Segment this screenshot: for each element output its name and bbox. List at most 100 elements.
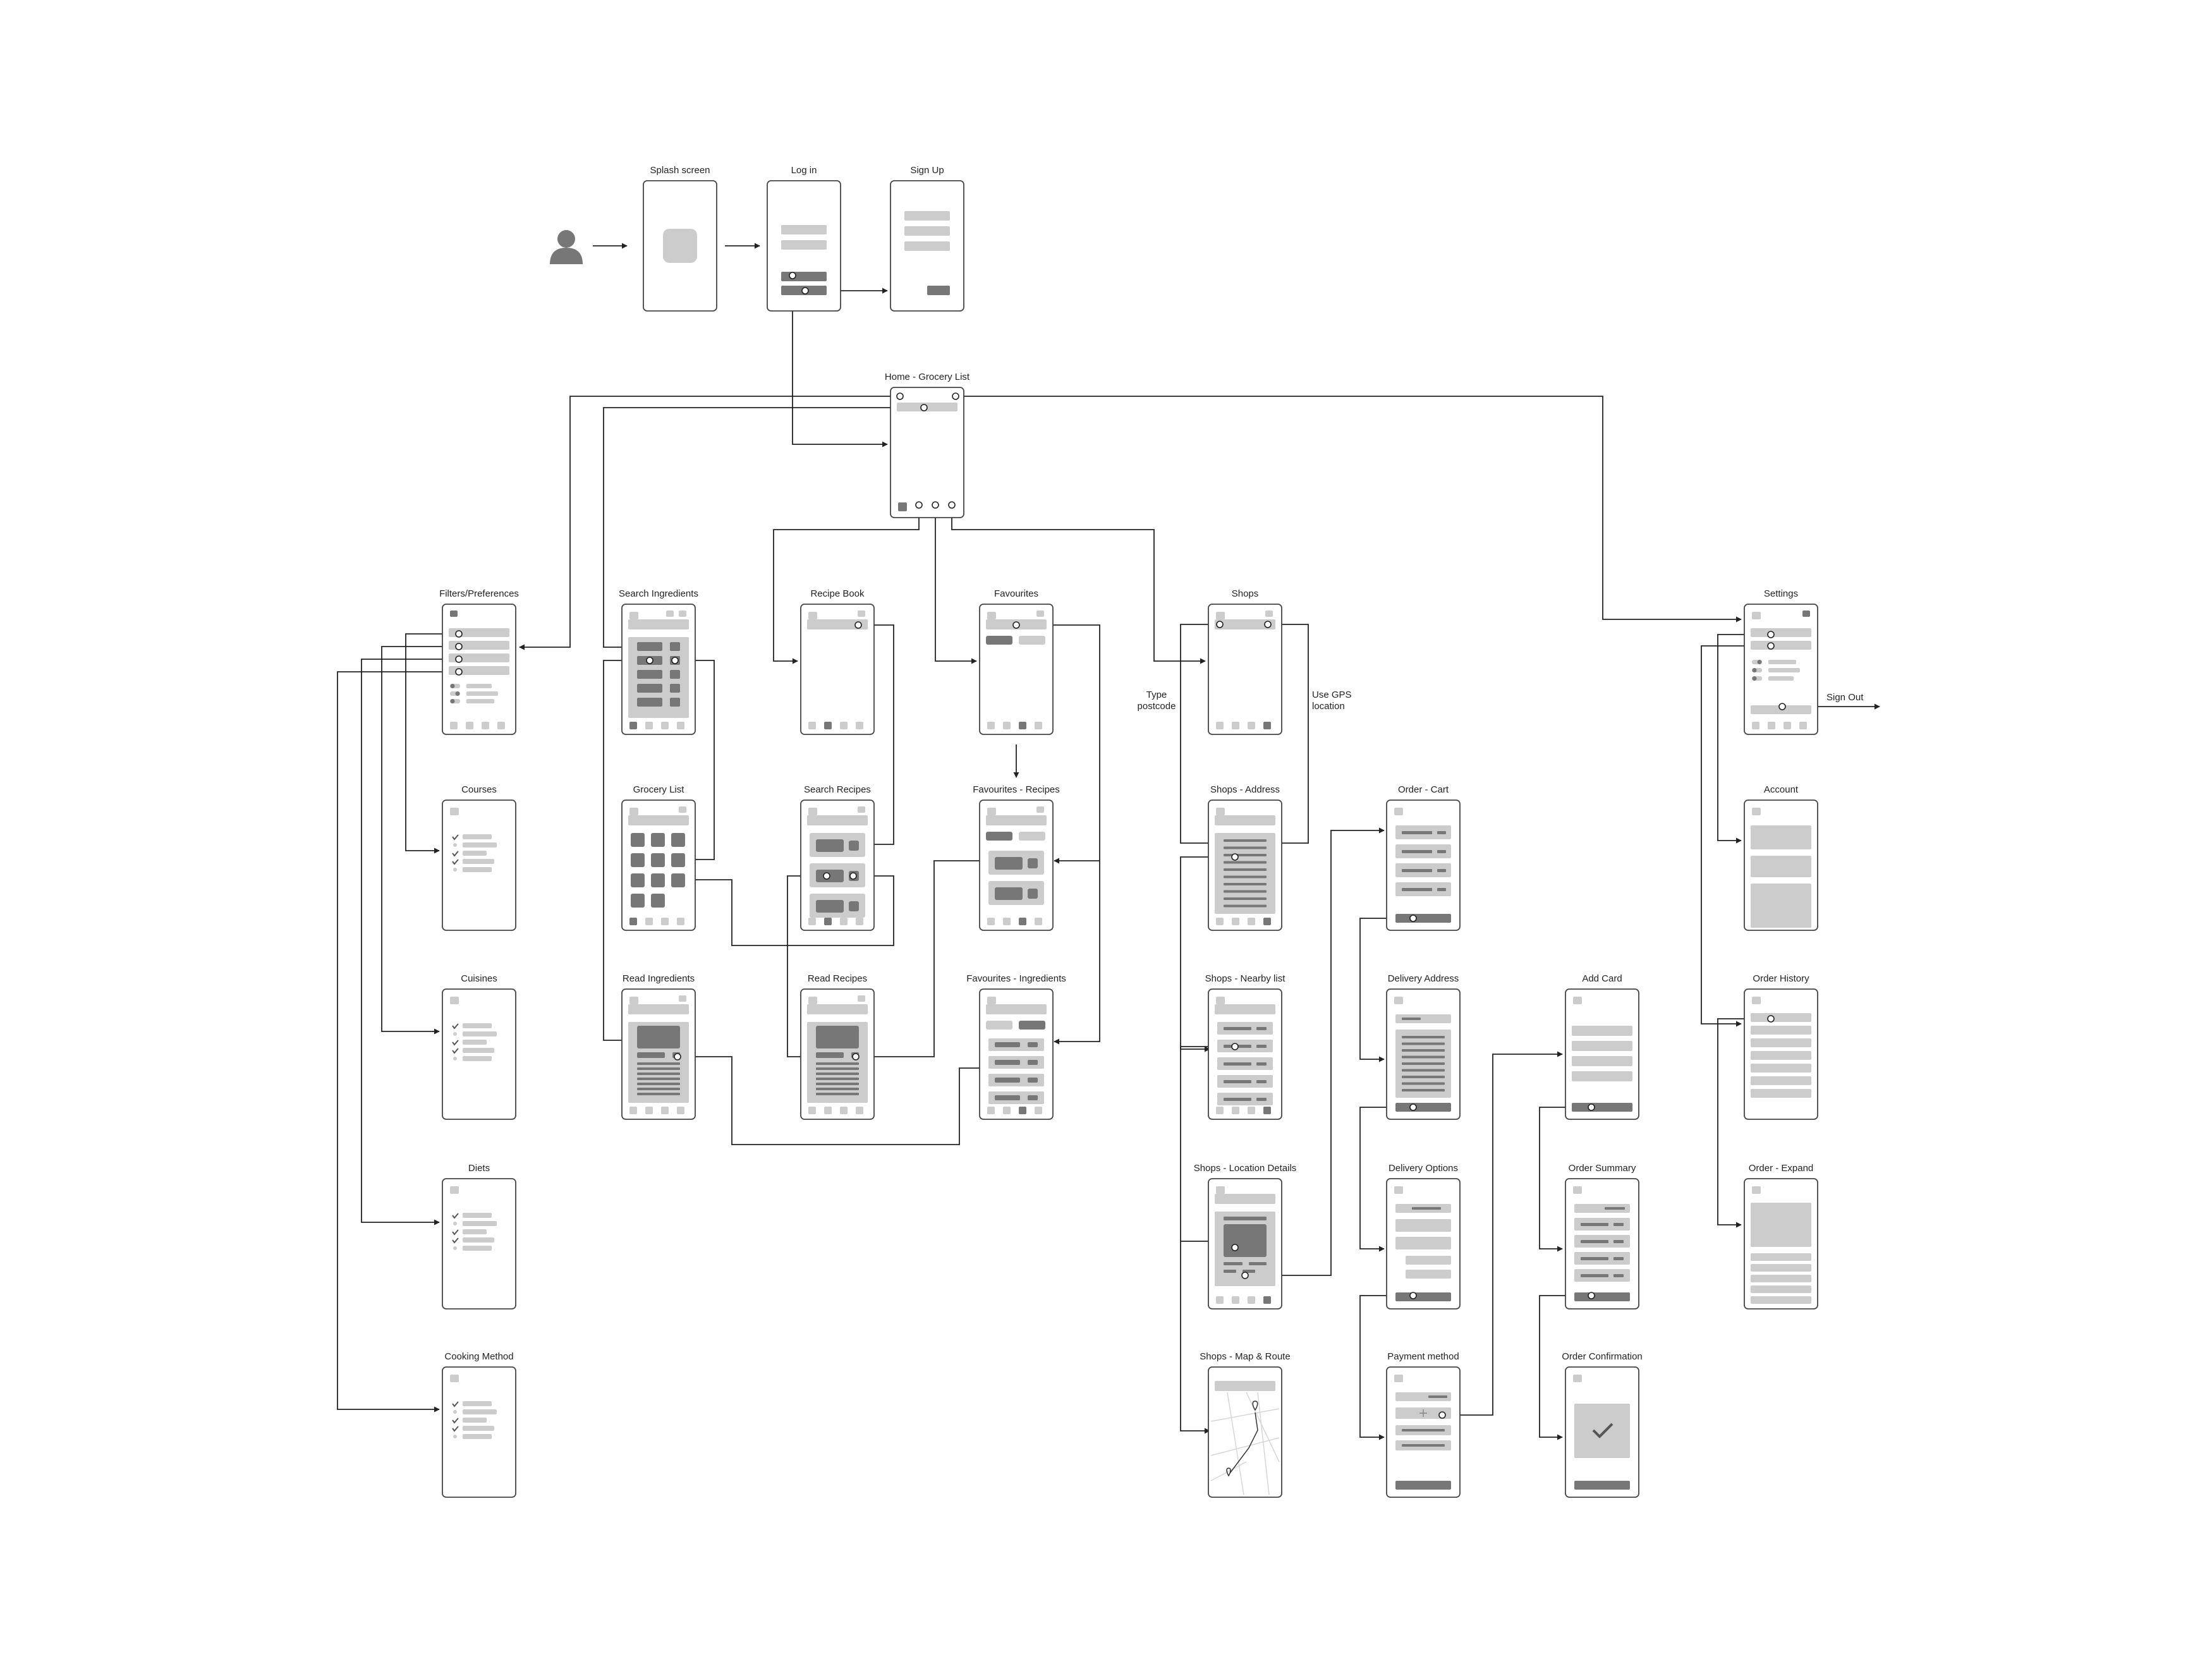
connector-dot: [1778, 703, 1786, 710]
connector-dot: [455, 630, 463, 638]
screen-title: Favourites - Ingredients: [966, 973, 1066, 984]
screen-title: Sign Up: [910, 165, 944, 176]
connector-home-to-filters: [519, 396, 900, 650]
connector-dot: [952, 392, 959, 400]
connector-home-to-shops: [951, 505, 1206, 664]
screen-delivery-address: Delivery Address: [1386, 973, 1461, 1120]
screen-recipe-book: Recipe Book: [800, 588, 875, 735]
connector-dot: [1012, 621, 1020, 629]
connector-filters-to-courses: [405, 633, 459, 854]
connector-shops-gps-location: [1268, 624, 1309, 846]
connector-dot: [789, 272, 796, 279]
screen-frame: [1565, 988, 1639, 1120]
screen-title: Read Ingredients: [623, 973, 695, 984]
screen-title: Add Card: [1582, 973, 1622, 984]
connector-shops-type-postcode: [1180, 624, 1220, 846]
screen-cuisines: Cuisines: [442, 973, 516, 1120]
connector-read-ingredients-to-fav-ingredients: [678, 1056, 990, 1145]
connector-filters-to-cooking-method: [337, 671, 459, 1413]
connector-dot: [1264, 621, 1272, 628]
connectors: [337, 243, 1880, 1440]
connector-filters-to-cuisines: [381, 646, 459, 1035]
screen-favourites: Favourites: [979, 588, 1054, 735]
connector-home-to-search-ingredients: [603, 407, 924, 650]
connector-dot: [1216, 621, 1224, 628]
screen-payment-method: Payment method: [1386, 1351, 1461, 1498]
screen-add-card: Add Card: [1565, 973, 1639, 1120]
connector-search-recipes-to-grocery-list: [657, 875, 894, 946]
connector-dot: [455, 643, 463, 650]
connector-dot: [920, 404, 928, 411]
screen-title: Shops - Map & Route: [1200, 1351, 1290, 1362]
screen-read-recipes: Read Recipes: [800, 973, 875, 1120]
connector-dot: [1588, 1103, 1595, 1111]
screen-title: Shops - Location Details: [1194, 1163, 1297, 1174]
screen-diets: Diets: [442, 1163, 516, 1310]
connector-dot: [948, 501, 956, 509]
connector-payment-to-add-card: [1442, 1051, 1563, 1416]
connector-dot: [455, 668, 463, 676]
connector-nearby-to-location: [1180, 1046, 1235, 1244]
connector-dot: [1409, 1292, 1417, 1299]
connector-dot: [1231, 853, 1239, 861]
screen-title: Order Confirmation: [1562, 1351, 1643, 1362]
connector-home-to-settings: [956, 396, 1742, 623]
screen-title: Order - Cart: [1398, 784, 1449, 795]
screen-order-history: Order History: [1744, 973, 1818, 1120]
connector-dot: [852, 1053, 860, 1060]
screen-search-ing: Search Ingredients: [619, 588, 698, 735]
screen-order-cart: Order - Cart: [1386, 784, 1461, 931]
connector-dot: [896, 392, 904, 400]
connector-favourites-to-fav-ingredients: [1016, 624, 1100, 1045]
screen-read-ing: Read Ingredients: [621, 973, 696, 1120]
screen-frame: [890, 387, 964, 518]
connector-dot: [854, 621, 862, 629]
screen-title: Order Summary: [1569, 1163, 1636, 1174]
screen-title: Favourites - Recipes: [973, 784, 1060, 795]
connector-dot: [915, 501, 923, 509]
connector-dot: [823, 872, 830, 880]
screen-settings: Settings: [1744, 588, 1818, 735]
connector-dot: [849, 872, 857, 880]
screen-title: Shops: [1232, 588, 1259, 599]
screen-title: Cooking Method: [444, 1351, 513, 1362]
screen-shops-nearby: Shops - Nearby list: [1205, 973, 1286, 1120]
screen-title: Delivery Options: [1389, 1163, 1458, 1174]
screen-frame: [442, 799, 516, 931]
connector-dot: [1231, 1043, 1239, 1050]
screen-fav-ing: Favourites - Ingredients: [966, 973, 1066, 1120]
connector-dot: [1241, 1272, 1249, 1279]
screen-title: Cuisines: [461, 973, 497, 984]
screen-title: Read Recipes: [808, 973, 867, 984]
connector-read-recipes-to-fav-recipes: [856, 858, 990, 1057]
screen-order-summary: Order Summary: [1565, 1163, 1639, 1310]
user-icon: [550, 230, 583, 264]
screen-filters: Filters/Preferences: [439, 588, 519, 735]
screen-shops-location: Shops - Location Details: [1194, 1163, 1297, 1310]
connector-dot: [1231, 1244, 1239, 1251]
screen-title: Delivery Address: [1388, 973, 1459, 984]
connector-login-to-home: [792, 276, 888, 447]
connector-filters-to-diets: [361, 659, 459, 1225]
connector-dot: [932, 501, 939, 509]
screen-delivery-options: Delivery Options: [1386, 1163, 1461, 1310]
screen-title: Payment method: [1387, 1351, 1459, 1362]
screen-title: Shops - Nearby list: [1205, 973, 1286, 984]
screen-search-recipes: Search Recipes: [800, 784, 875, 931]
connector-recipe-book-to-search-recipes: [858, 624, 894, 848]
screen-frame: [800, 604, 875, 735]
connector-dot: [1767, 642, 1775, 650]
screen-shops-address: Shops - Address: [1208, 784, 1282, 931]
screen-order-confirmation: Order Confirmation: [1562, 1351, 1643, 1498]
connector-dot: [455, 655, 463, 663]
screen-title: Log in: [791, 165, 817, 176]
screen-title: Diets: [468, 1163, 490, 1174]
connector-address-to-nearby: [1180, 856, 1235, 1052]
screen-title: Home - Grocery List: [885, 372, 970, 382]
connector-home-to-recipe-book: [773, 505, 920, 664]
screen-frame: [1208, 1366, 1282, 1498]
connector-dot: [1409, 1103, 1417, 1111]
connector-dot: [1438, 1411, 1446, 1419]
screen-frame: [1208, 604, 1282, 735]
